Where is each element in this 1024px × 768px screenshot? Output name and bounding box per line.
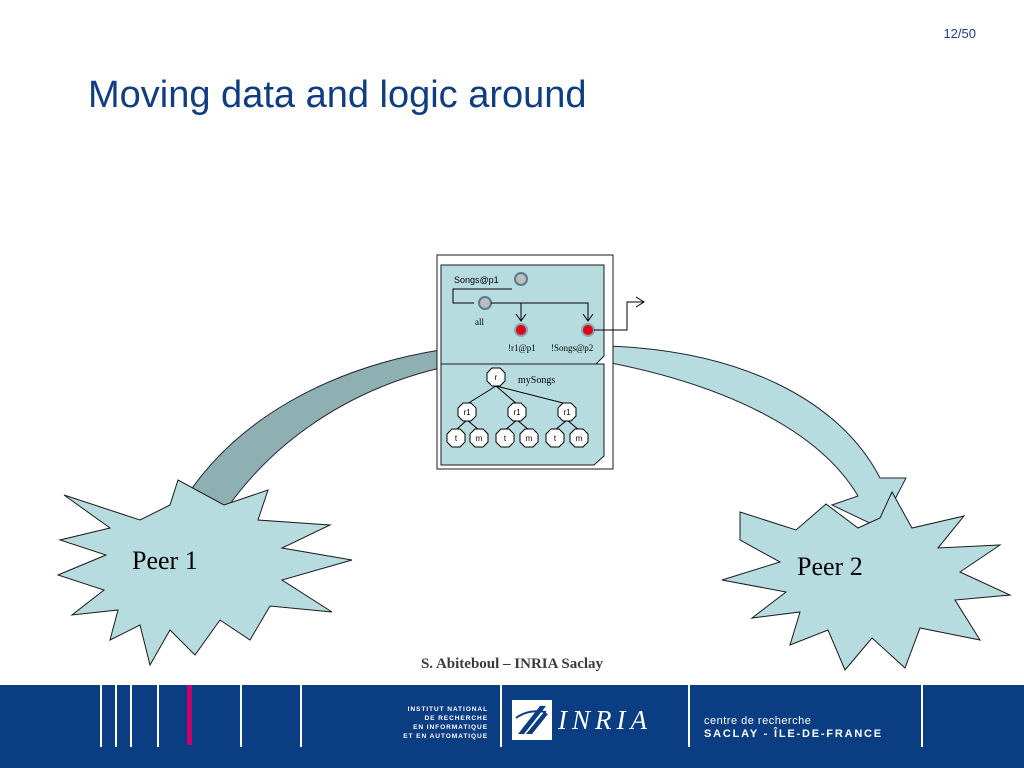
node-r1-label: !r1@p1 bbox=[508, 343, 536, 353]
page-number: 12/50 bbox=[943, 26, 976, 41]
outgoing-arrow-head bbox=[635, 296, 645, 308]
tree-leaf-m-2 bbox=[519, 428, 539, 448]
footer-divider bbox=[240, 685, 242, 747]
footer-divider bbox=[100, 685, 102, 747]
tree-leaf-label-m-1: m bbox=[476, 434, 483, 443]
footer-divider bbox=[115, 685, 117, 747]
diagram: Songs@p1 all !r1@p1 !Songs@p2 mySongs r … bbox=[56, 254, 1012, 671]
doc-link-2 bbox=[491, 302, 589, 320]
node-songs bbox=[581, 323, 595, 337]
footer-bar: INSTITUT NATIONAL DE RECHERCHE EN INFORM… bbox=[0, 685, 1024, 768]
footer-divider bbox=[157, 685, 159, 747]
institute-line: DE RECHERCHE bbox=[424, 715, 488, 722]
tree-leaf-t-3 bbox=[545, 428, 565, 448]
footer-divider bbox=[921, 685, 923, 747]
tree-leaf-label-m-2: m bbox=[526, 434, 533, 443]
centre-line-2: SACLAY - ÎLE-DE-FRANCE bbox=[704, 728, 883, 740]
node-all-label: all bbox=[475, 317, 484, 327]
inria-logo: INRIA bbox=[510, 695, 680, 745]
tree-leaf-m-3 bbox=[569, 428, 589, 448]
tree-edges bbox=[455, 385, 580, 431]
footer-divider bbox=[300, 685, 302, 747]
centre-name: centre de recherche SACLAY - ÎLE-DE-FRAN… bbox=[704, 715, 883, 740]
footer-author: S. Abiteboul – INRIA Saclay bbox=[420, 656, 604, 672]
footer-divider bbox=[130, 685, 132, 747]
footer-divider bbox=[500, 685, 502, 747]
tree-leaf-label-m-3: m bbox=[576, 434, 583, 443]
tree-root-label: r bbox=[495, 373, 498, 382]
tree-child-label-3: r1 bbox=[563, 408, 571, 417]
doc-root-node bbox=[514, 272, 528, 286]
left-curved-arrow bbox=[177, 349, 441, 526]
peer1-label: Peer 1 bbox=[132, 546, 198, 575]
node-songs-label: !Songs@p2 bbox=[551, 343, 593, 353]
tree-child-node-1 bbox=[457, 402, 477, 422]
footer-divider bbox=[688, 685, 690, 747]
tree-nodes: r r1 r1 r1 t m t m t m bbox=[446, 367, 589, 448]
doc-name-label: Songs@p1 bbox=[454, 275, 499, 285]
tree-leaf-label-t-1: t bbox=[455, 434, 458, 443]
centre-line-1: centre de recherche bbox=[704, 715, 812, 727]
institute-name: INSTITUT NATIONAL DE RECHERCHE EN INFORM… bbox=[388, 705, 488, 741]
inria-emblem-icon bbox=[512, 700, 552, 740]
document-page-top bbox=[440, 264, 605, 365]
tree-child-node-2 bbox=[507, 402, 527, 422]
tree-label: mySongs bbox=[518, 375, 555, 386]
peer2-star bbox=[721, 490, 1012, 671]
right-curved-arrow bbox=[605, 345, 907, 529]
peer1-star bbox=[56, 479, 353, 667]
tree-leaf-t-2 bbox=[495, 428, 515, 448]
outgoing-arrow bbox=[594, 301, 643, 331]
institute-line: INSTITUT NATIONAL bbox=[407, 706, 488, 713]
tree-leaf-label-t-2: t bbox=[504, 434, 507, 443]
institute-line: ET EN AUTOMATIQUE bbox=[403, 733, 488, 740]
institute-line: EN INFORMATIQUE bbox=[413, 724, 488, 731]
inria-wordmark: INRIA bbox=[558, 705, 652, 735]
tree-child-node-3 bbox=[557, 402, 577, 422]
tree-leaf-m-1 bbox=[469, 428, 489, 448]
slide-title: Moving data and logic around bbox=[88, 74, 587, 116]
arrow-head-songs bbox=[582, 313, 594, 322]
tree-leaf-label-t-3: t bbox=[554, 434, 557, 443]
peer2-label: Peer 2 bbox=[797, 552, 863, 581]
tree-child-label-1: r1 bbox=[463, 408, 471, 417]
tree-leaf-t-1 bbox=[446, 428, 466, 448]
tree-root-node bbox=[486, 367, 506, 387]
footer-accent-divider bbox=[187, 685, 192, 745]
arrow-head-r1 bbox=[515, 313, 527, 322]
node-all bbox=[478, 296, 492, 310]
doc-link-1 bbox=[452, 288, 512, 304]
node-r1 bbox=[514, 323, 528, 337]
tree-child-label-2: r1 bbox=[513, 408, 521, 417]
